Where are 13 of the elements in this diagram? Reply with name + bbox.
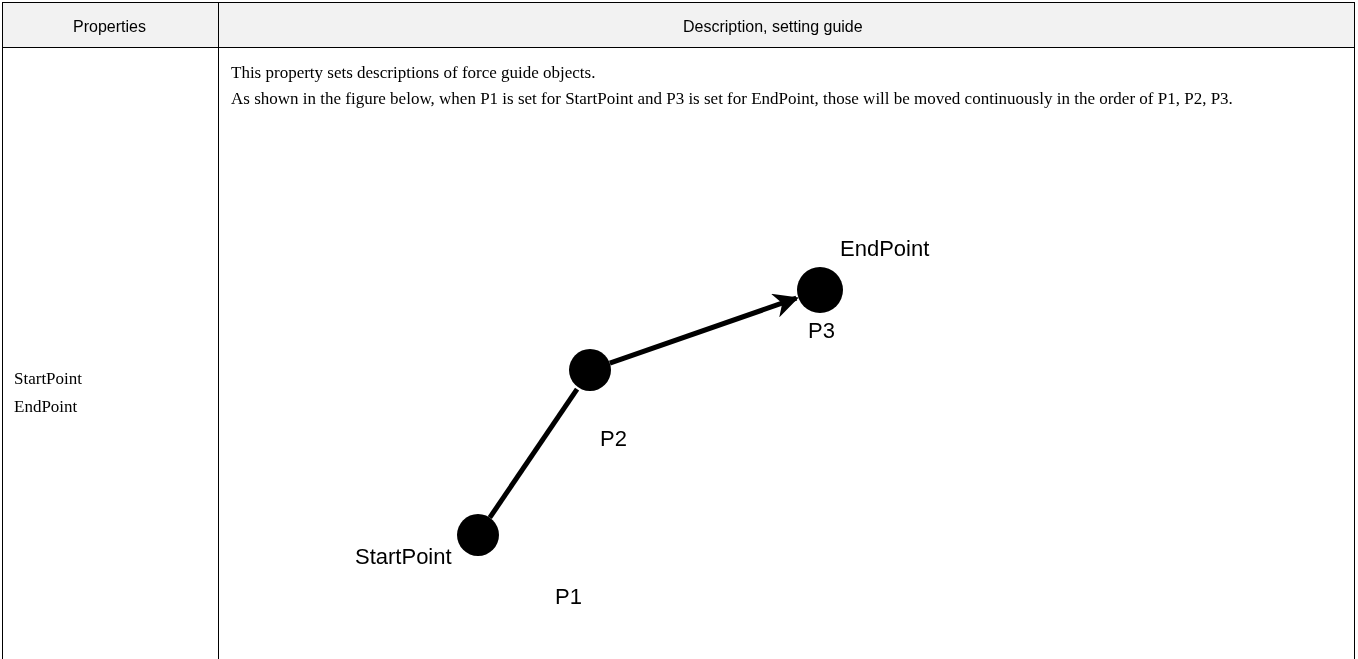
property-name: StartPoint [14, 368, 82, 390]
point-label: P1 [555, 583, 582, 611]
header-text: Properties [73, 17, 146, 37]
point-label: P3 [808, 317, 835, 345]
connector-line [487, 387, 580, 520]
point-label: P2 [600, 425, 627, 453]
property-name: EndPoint [14, 396, 78, 418]
arrow [609, 293, 799, 366]
header-text: Description, setting guide [683, 17, 863, 37]
point-label: EndPoint [840, 235, 930, 263]
point-label: StartPoint [355, 543, 452, 571]
description-text: This property sets descriptions of force guide objects. [231, 62, 596, 84]
description-text: As shown in the figure below, when P1 is set for StartPoint and P3 is set for EndPoint, those will be moved continuously in the order of P1, P2, P3. [231, 88, 1234, 110]
